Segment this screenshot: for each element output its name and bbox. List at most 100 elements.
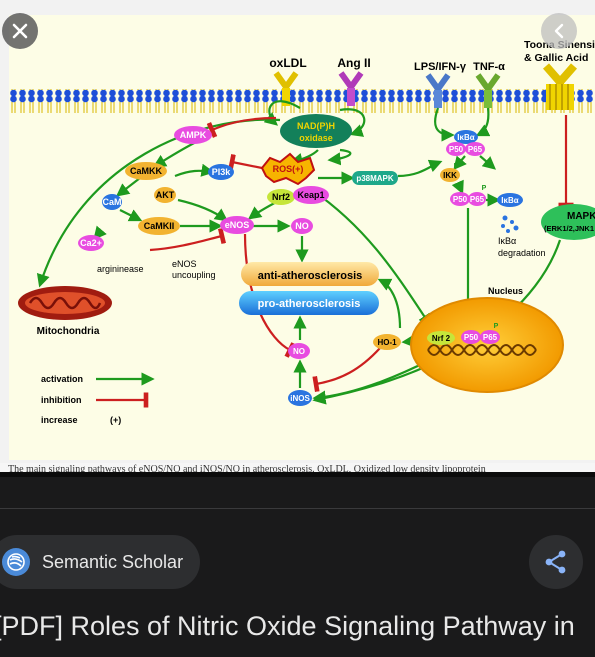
camkk-node bbox=[125, 162, 167, 180]
p65-nucleus-node bbox=[480, 330, 500, 344]
camkk-label: CaMKK bbox=[130, 166, 163, 176]
p50-mid-node bbox=[450, 192, 470, 206]
enos-uncoupling-label-2: uncoupling bbox=[172, 270, 216, 280]
p50-mid-label: P50 bbox=[453, 195, 468, 204]
keap1-node bbox=[293, 186, 329, 204]
toona-receptor bbox=[542, 63, 578, 110]
nucleus-label: Nucleus bbox=[488, 286, 523, 296]
source-name: Semantic Scholar bbox=[42, 552, 184, 572]
p50-top-label: P50 bbox=[449, 145, 464, 154]
p38mapk-label: p38MAPK bbox=[356, 174, 394, 183]
ho1-label: HO-1 bbox=[377, 338, 397, 347]
chevron-left-icon bbox=[554, 23, 564, 39]
p-small-2: P bbox=[482, 185, 487, 192]
camkii-node bbox=[138, 217, 180, 235]
p65-top-node bbox=[465, 142, 485, 156]
source-chip[interactable]: Semantic Scholar bbox=[0, 535, 200, 589]
p65-mid-label: P65 bbox=[470, 195, 485, 204]
dna-strand-b bbox=[427, 344, 537, 356]
akt-node bbox=[154, 187, 176, 203]
cam-label: CaM bbox=[102, 197, 121, 207]
oxldl-label: oxLDL bbox=[269, 56, 306, 70]
semantic-scholar-icon bbox=[2, 548, 30, 576]
share-icon bbox=[545, 550, 566, 574]
p-small-1: P bbox=[454, 163, 459, 170]
p-small-3: P bbox=[494, 323, 499, 330]
enos-uncoupling-label-1: eNOS bbox=[172, 259, 197, 269]
ampk-node bbox=[174, 126, 212, 144]
tnf-label: TNF-α bbox=[473, 61, 505, 73]
anti-atherosclerosis-pill bbox=[241, 262, 379, 286]
legend: activation inhibition increase (+) bbox=[41, 372, 155, 425]
angii-label: Ang II bbox=[337, 56, 370, 70]
enos-node bbox=[220, 216, 254, 234]
lps-label: LPS/IFN-γ bbox=[414, 61, 467, 73]
enos-label: eNOS bbox=[225, 220, 250, 230]
nadph-label-2: oxidase bbox=[299, 133, 333, 143]
result-title-link[interactable]: [PDF] Roles of Nitric Oxide Signaling Pa… bbox=[0, 611, 575, 641]
legend-increase-symbol: (+) bbox=[110, 415, 121, 425]
cell-membrane bbox=[9, 89, 595, 113]
legend-activation-label: activation bbox=[41, 374, 83, 384]
toona-label-2: & Gallic Acid bbox=[524, 52, 588, 64]
ikba-deg-label-1: IκBα bbox=[498, 236, 516, 246]
mapk-label-2: (ERK1/2,JNK1 bbox=[544, 224, 594, 233]
akt-label: AKT bbox=[156, 190, 175, 200]
p38mapk-node bbox=[352, 171, 398, 185]
inos-label: iNOS bbox=[290, 394, 310, 403]
ros-node bbox=[260, 152, 316, 186]
ikba-mid-node bbox=[497, 193, 523, 207]
signaling-diagram: oxLDL Ang II LPS/IFN-γ TNF-α Toona Sinen… bbox=[9, 15, 595, 460]
nucleus-shape bbox=[410, 297, 564, 393]
ikba-degradation-icon bbox=[501, 215, 519, 233]
panel-divider bbox=[0, 508, 595, 509]
ikba-top-label: IκBα bbox=[457, 133, 474, 142]
activation-arrows bbox=[36, 100, 562, 405]
nadph-label-1: NAD(P)H bbox=[297, 121, 335, 131]
p65-top-label: P65 bbox=[468, 145, 483, 154]
legend-increase-label: increase bbox=[41, 415, 78, 425]
angii-receptor bbox=[338, 71, 364, 106]
nrf2-node bbox=[267, 189, 295, 205]
p50-nucleus-label: P50 bbox=[464, 333, 479, 342]
mitochondria-icon bbox=[18, 286, 112, 320]
close-icon bbox=[12, 23, 28, 39]
nrf2-nucleus-label: Nrf 2 bbox=[432, 334, 451, 343]
p50-nucleus-node bbox=[461, 330, 481, 344]
share-button[interactable] bbox=[529, 535, 583, 589]
ho1-node bbox=[373, 334, 401, 350]
arginase-label: argininease bbox=[97, 264, 144, 274]
no-top-node bbox=[291, 218, 313, 234]
figure-caption: The main signaling pathways of eNOS/NO a… bbox=[0, 463, 595, 472]
lps-receptor bbox=[425, 73, 451, 108]
legend-inhibition-label: inhibition bbox=[41, 395, 82, 405]
nrf2-label: Nrf2 bbox=[272, 192, 290, 202]
mapk-label-1: MAPK bbox=[567, 211, 595, 222]
no-bottom-node bbox=[288, 343, 310, 359]
ikk-label: IKK bbox=[443, 171, 457, 180]
p65-nucleus-label: P65 bbox=[483, 333, 498, 342]
close-button[interactable] bbox=[2, 13, 38, 49]
ikba-top-node bbox=[454, 130, 478, 144]
no-bottom-label: NO bbox=[293, 347, 305, 356]
p50-top-node bbox=[446, 142, 466, 156]
keap1-label: Keap1 bbox=[297, 190, 324, 200]
p65-mid-node bbox=[468, 192, 486, 206]
ampk-label: AMPK bbox=[180, 130, 207, 140]
inos-node bbox=[288, 390, 312, 406]
pi3k-node bbox=[208, 164, 234, 180]
back-button[interactable] bbox=[541, 13, 577, 49]
pro-atherosclerosis-label: pro-atherosclerosis bbox=[258, 298, 361, 310]
anti-atherosclerosis-label: anti-atherosclerosis bbox=[258, 270, 363, 282]
nadph-oxidase-node bbox=[280, 114, 352, 148]
pro-atherosclerosis-pill bbox=[239, 291, 379, 315]
cam-node bbox=[102, 194, 122, 210]
mitochondria-label: Mitochondria bbox=[37, 326, 100, 337]
pi3k-label: PI3k bbox=[212, 167, 232, 177]
image-viewer: oxLDL Ang II LPS/IFN-γ TNF-α Toona Sinen… bbox=[0, 0, 595, 472]
oxldl-receptor bbox=[273, 71, 299, 106]
nrf2-nucleus-node bbox=[427, 331, 455, 345]
camkii-label: CaMKII bbox=[144, 221, 175, 231]
ros-label: ROS(+) bbox=[273, 164, 304, 174]
ca2-node bbox=[78, 235, 104, 251]
